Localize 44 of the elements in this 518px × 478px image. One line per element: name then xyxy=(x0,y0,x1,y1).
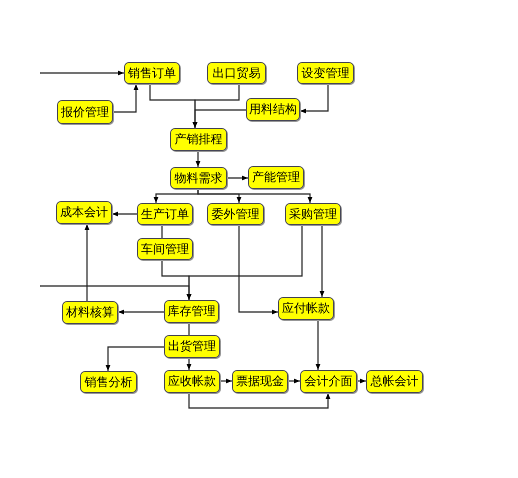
arrow xyxy=(316,320,320,370)
arrow xyxy=(106,346,164,371)
arrow xyxy=(220,378,232,384)
process-box: 销售订单 xyxy=(124,62,180,84)
process-box: 生产订单 xyxy=(137,203,193,225)
process-box: 出口贸易 xyxy=(207,62,266,84)
process-box: 物料需求 xyxy=(170,167,227,189)
arrow xyxy=(320,225,324,297)
arrow xyxy=(84,224,90,301)
process-box: 用料结构 xyxy=(246,98,300,121)
arrow xyxy=(300,84,329,114)
process-box: 应收帐款 xyxy=(164,370,220,393)
process-box: 采购管理 xyxy=(285,203,341,225)
process-box: 库存管理 xyxy=(164,300,219,323)
process-box: 产销排程 xyxy=(170,128,227,151)
process-box: 委外管理 xyxy=(207,203,264,225)
arrow xyxy=(196,151,200,167)
process-box: 票据现金 xyxy=(232,370,288,393)
connector-line xyxy=(188,323,190,335)
arrow xyxy=(112,212,137,216)
process-box: 应付帐款 xyxy=(278,297,334,320)
arrow xyxy=(40,285,192,300)
process-box: 报价管理 xyxy=(57,100,113,124)
arrow xyxy=(186,358,192,370)
arrow xyxy=(188,393,330,409)
arrow xyxy=(288,378,300,384)
process-box: 材料核算 xyxy=(62,301,118,324)
process-box: 会计介面 xyxy=(300,370,357,393)
process-box: 车间管理 xyxy=(137,238,193,260)
process-box: 成本会计 xyxy=(56,201,112,224)
arrow xyxy=(238,225,278,314)
arrow xyxy=(118,310,164,314)
process-box: 设变管理 xyxy=(297,62,354,84)
process-box: 产能管理 xyxy=(248,166,304,189)
arrow xyxy=(227,176,248,180)
process-box: 总帐会计 xyxy=(366,370,423,393)
arrow xyxy=(192,109,246,128)
arrow xyxy=(113,84,138,113)
arrow xyxy=(357,378,366,384)
process-box: 销售分析 xyxy=(80,371,137,393)
connector-line xyxy=(161,225,163,238)
process-box: 出货管理 xyxy=(164,335,220,358)
arrow xyxy=(40,70,124,76)
arrow xyxy=(197,189,312,203)
